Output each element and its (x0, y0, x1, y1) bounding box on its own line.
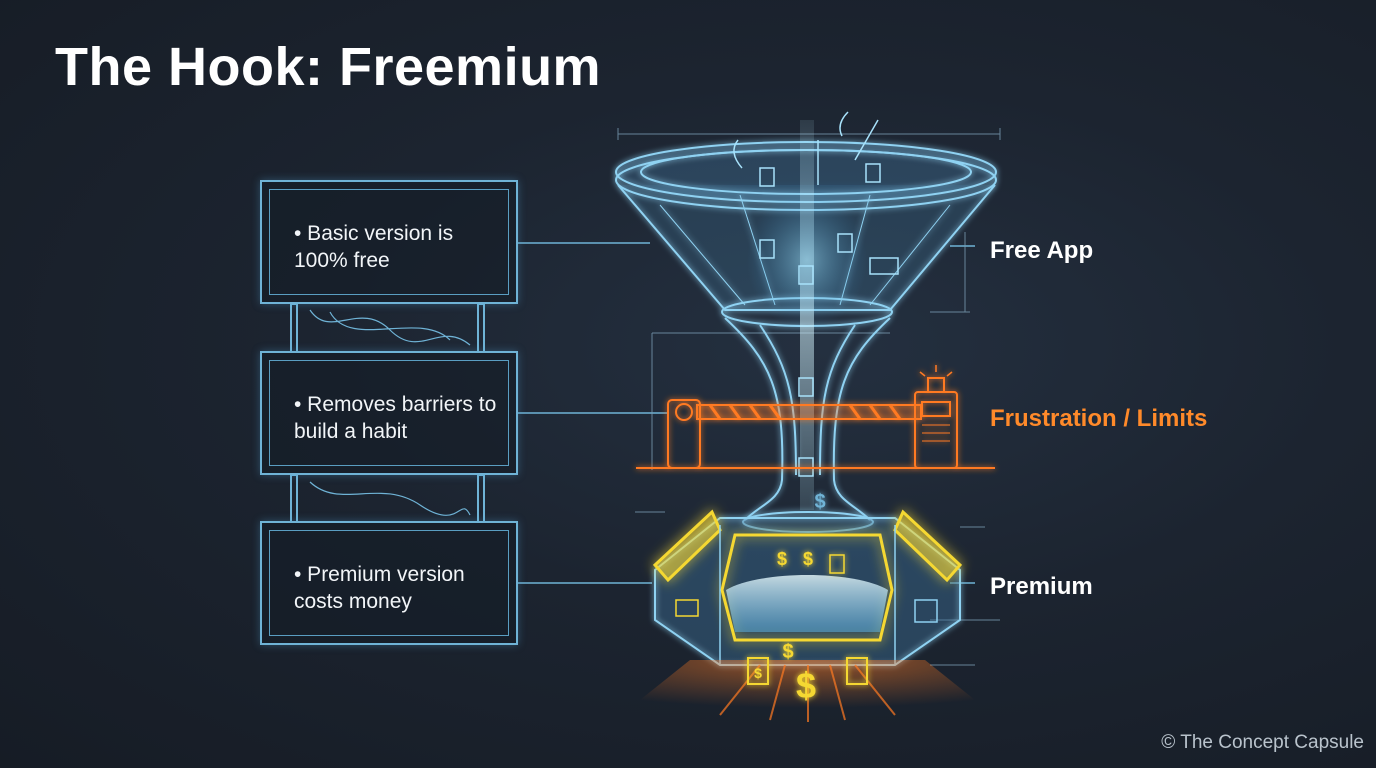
feature-panel-habit: • Removes barriers to build a habit (260, 351, 518, 475)
label-premium: Premium (990, 573, 1093, 600)
barrier-gate (636, 365, 995, 469)
svg-text:$: $ (814, 491, 825, 513)
core-glow (747, 190, 867, 330)
panel-text: • Basic version is 100% free (294, 222, 454, 272)
label-free-app: Free App (990, 237, 1094, 264)
panel-text: • Premium version costs money (294, 563, 465, 613)
svg-text:$: $ (796, 665, 816, 706)
label-frustration-limits: Frustration / Limits (990, 405, 1208, 432)
page-title: The Hook: Freemium (55, 37, 602, 97)
light-rays (719, 664, 896, 722)
svg-text:$: $ (782, 641, 793, 663)
flow-arrows (733, 111, 879, 185)
panel-connectors (518, 242, 975, 584)
svg-text:$: $ (777, 549, 787, 569)
feature-panel-free: • Basic version is 100% free (260, 180, 518, 304)
feature-panel-premium: • Premium version costs money (260, 521, 518, 645)
svg-text:$: $ (754, 665, 762, 681)
panel-posts (290, 303, 485, 523)
premium-vault (652, 509, 963, 666)
svg-text:$: $ (803, 549, 813, 569)
panel-text: • Removes barriers to build a habit (294, 393, 497, 443)
dollar-icons: $ $ $ $ $ $ (747, 491, 868, 706)
copyright-notice: © The Concept Capsule (1161, 732, 1364, 753)
